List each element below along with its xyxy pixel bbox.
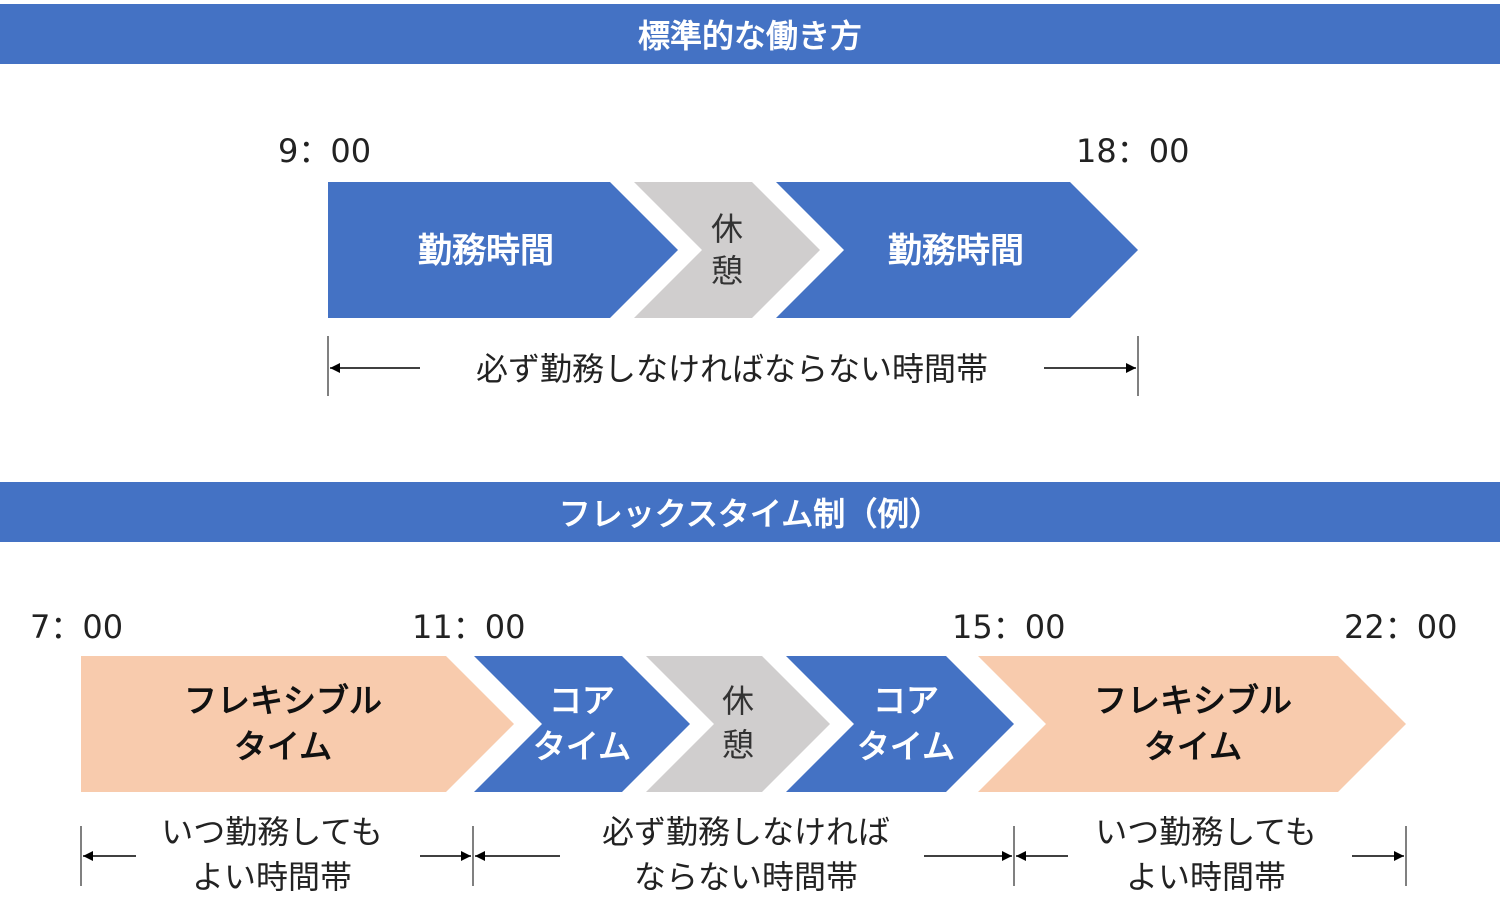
flex-note-middle-line2: ならない時間帯 [634,858,858,896]
time-label-22: 22：00 [1344,608,1458,646]
flex-note-left-line1: いつ勤務しても [161,813,382,851]
flexible-label-1-line1: フレキシブル [184,681,382,720]
work-segment-1 [328,182,678,318]
required-hours-note: 必ず勤務しなければならない時間帯 [476,350,988,388]
flex-break-label-line2: 憩 [722,726,754,764]
core-segment-1 [474,656,690,792]
time-label-start: 9：00 [278,132,372,170]
core-segment-2 [786,656,1014,792]
core-label-2-line1: コア [873,681,939,720]
flexible-label-2-line2: タイム [1144,727,1242,766]
core-label-1-line2: タイム [533,727,631,766]
break-segment-flex [646,656,830,792]
time-label-7: 7：00 [30,608,124,646]
flex-break-label-line1: 休 [722,682,754,720]
time-label-15: 15：00 [952,608,1066,646]
work-segment-2 [776,182,1138,318]
break-segment [634,182,820,318]
core-label-1-line1: コア [549,681,615,720]
work-label-1: 勤務時間 [418,231,554,271]
flexible-segment-1 [81,656,514,792]
flexible-label-1-line2: タイム [234,727,332,766]
flex-title: フレックスタイム制（例） [558,495,942,533]
work-label-2: 勤務時間 [888,231,1024,271]
flex-note-left-line2: よい時間帯 [192,858,352,896]
time-label-end: 18：00 [1076,132,1190,170]
standard-title-banner: 標準的な働き方 [0,4,1500,64]
flexible-segment-2 [978,656,1406,792]
flex-note-right-line2: よい時間帯 [1126,858,1286,896]
standard-title: 標準的な働き方 [637,17,862,55]
flex-note-middle-line1: 必ず勤務しなければ [602,813,890,851]
break-label-line1: 休 [711,210,743,248]
flexible-label-2-line1: フレキシブル [1094,681,1292,720]
break-label-line2: 憩 [711,252,743,290]
core-label-2-line2: タイム [857,727,955,766]
flex-note-right-line1: いつ勤務しても [1095,813,1316,851]
flex-title-banner: フレックスタイム制（例） [0,482,1500,542]
time-label-11: 11：00 [412,608,526,646]
